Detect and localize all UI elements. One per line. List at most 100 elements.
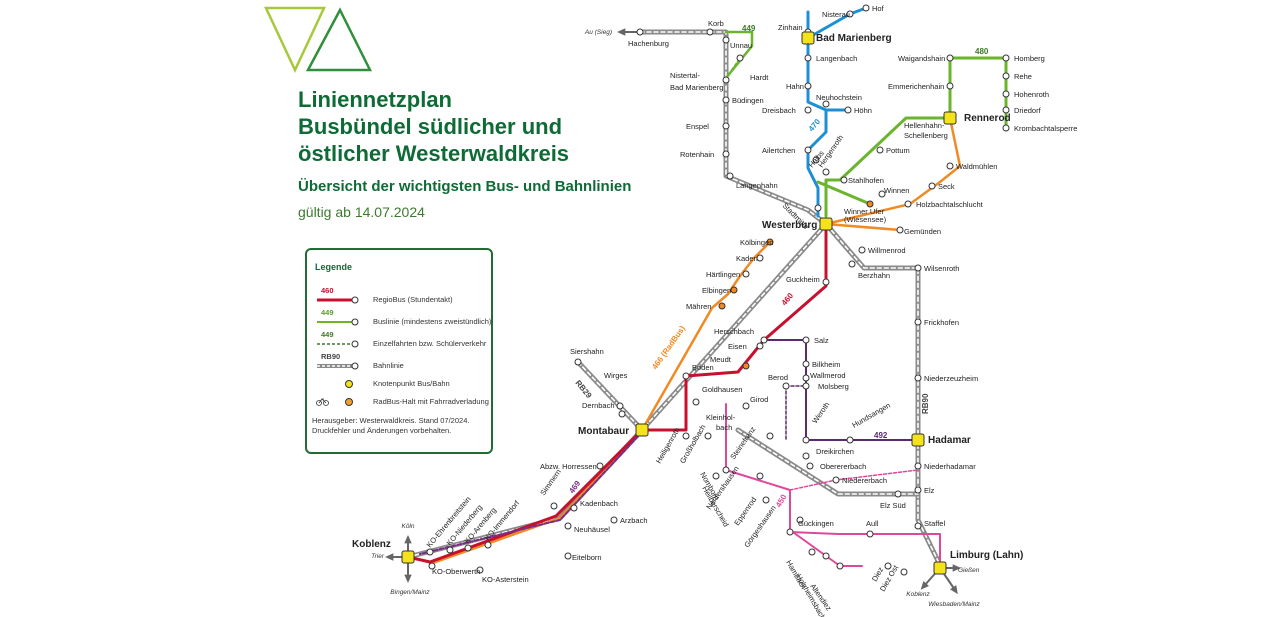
title-line-1: Liniennetzplan [298,87,452,112]
stop-label-berzhahn: Berzhahn [858,271,890,280]
stop-marker [564,522,572,530]
legend-text: RadBus-Halt mit Fahrradverladung [373,397,489,406]
stop-marker [722,466,730,474]
stop-label-heiligenroth: Heiligenroth [654,426,682,465]
stop-marker [1002,106,1010,114]
stop-marker [836,562,844,570]
stop-label-waigandshain: Waigandshain [898,54,945,63]
stop-marker [894,490,902,498]
stop-marker [786,528,794,536]
line-470-hof [806,6,868,40]
legend-text: Buslinie (mindestens zweistündlich) [373,317,492,326]
publisher-note: Herausgeber: Westerwaldkreis. Stand 07/2… [312,416,487,436]
stop-label-halbs: Halbs [807,149,826,170]
stop-marker [822,278,830,286]
stop-label-hardt: Hardt [750,73,769,82]
line-number-l470: 470 [807,117,823,133]
stop-label-driedorf: Driedorf [1014,106,1042,115]
stop-label-ko-asterstein: KO-Asterstein [482,575,529,584]
stop-marker [814,204,822,212]
stop-marker [704,432,712,440]
stop-label-oberererbach: Oberererbach [820,462,866,471]
stop-label-emmerichenhain: Emmerichenhain [888,82,944,91]
koeln-arrow-head [404,535,412,544]
stop-label-rotenhain: Rotenhain [680,150,714,159]
stop-label-nistertal-2: Bad Marienberg [670,83,723,92]
rail-koblenz [407,517,561,558]
stop-label-gemuenden: Gemünden [904,227,941,236]
legend-item-rail: RB90 Bahnlinie [315,352,490,374]
stop-marker [876,146,884,154]
stop-label-krombachtalsperre: Krombachtalsperre [1014,124,1077,133]
stop-marker [806,462,814,470]
stop-marker [904,200,912,208]
hub-stop [819,217,833,231]
stop-label-waldmuehlen: Waldmühlen [956,162,997,171]
stop-label-nistertal: Nistertal- [670,71,701,80]
stop-marker [484,541,492,549]
direction-bingen-mainz: Bingen/Mainz [390,589,430,596]
stop-label-girod: Girod [750,395,768,404]
stop-marker [914,264,922,272]
stop-label-koblenz: Koblenz [352,539,391,550]
line-number-rb29: RB29 [573,379,593,401]
stop-marker [946,162,954,170]
legend-item-dashed: 449 Einzelfahrten bzw. Schülerverkehr [315,330,490,352]
direction-koeln: Köln [401,523,414,530]
stop-marker [766,432,774,440]
stop-marker [570,504,578,512]
stop-label-bad-marienberg: Bad Marienberg [816,33,892,44]
stop-marker [802,452,810,460]
line-number-l450: 450 [774,492,789,509]
stop-label-aull: Aull [866,519,879,528]
stop-label-diez: Diez [870,565,885,583]
stop-label-kleinholbach-2: bach [716,423,732,432]
legend-num: RB90 [321,352,341,361]
stop-label-steinefrenz: Steinefrenz [728,425,757,461]
stop-label-seck: Seck [938,182,955,191]
stop-label-eppenrod: Eppenrod [732,495,758,527]
stop-label-ko-niederberg: KO-Niederberg [445,503,484,547]
stop-label-holzheimsbach: Holzheimsbach [794,573,827,617]
legend-text: Bahnlinie [373,361,404,370]
stop-marker [822,168,830,176]
direction-koblenz: Koblenz [906,591,930,598]
stop-label-elz: Elz [924,486,935,495]
stop-label-niedererbach: Niedererbach [842,476,887,485]
stop-marker [866,200,874,208]
stop-marker [692,398,700,406]
stop-label-niederzeuzheim: Niederzeuzheim [924,374,978,383]
stop-label-simmern: Simmern [538,467,563,497]
legend-num: 449 [321,308,334,317]
title-line-3: östlicher Westerwaldkreis [298,141,570,166]
stop-label-willmenrod: Willmenrod [868,246,906,255]
stop-label-rennerod: Rennerod [964,113,1011,124]
stop-label-hellenhahn-2: Schellenberg [904,131,948,140]
stop-label-haertlingen: Härtlingen [706,270,740,279]
hub-stop [401,550,415,564]
stop-label-enspel: Enspel [686,122,709,131]
stop-label-rehe: Rehe [1014,72,1032,81]
stop-label-homberg: Homberg [1014,54,1045,63]
stop-label-ko-oberwerth: KO-Oberwerth [432,567,480,576]
hub-stop [801,31,815,45]
direction-wiesbaden-mainz: Wiesbaden/Mainz [928,601,980,608]
stop-marker [822,552,830,560]
line-number-rb90: RB90 [921,393,930,414]
stop-marker [802,436,810,444]
stop-marker [804,146,812,154]
line-number-l460: 460 [780,291,796,307]
stop-label-hambach: Hambach [784,559,808,591]
stop-label-unnau: Unnau [730,41,752,50]
stop-marker [766,238,774,246]
stop-marker [802,360,810,368]
stop-marker [726,172,734,180]
stop-label-diez-ost: Diez Ost [878,563,901,593]
stop-label-staffel: Staffel [924,519,945,528]
stop-label-neuhochstein: Neuhochstein [816,93,862,102]
stop-label-kaden: Kaden [736,254,758,263]
stop-marker [928,182,936,190]
rail-diez-branch [735,427,921,497]
stop-marker [802,374,810,382]
stop-marker [722,76,730,84]
